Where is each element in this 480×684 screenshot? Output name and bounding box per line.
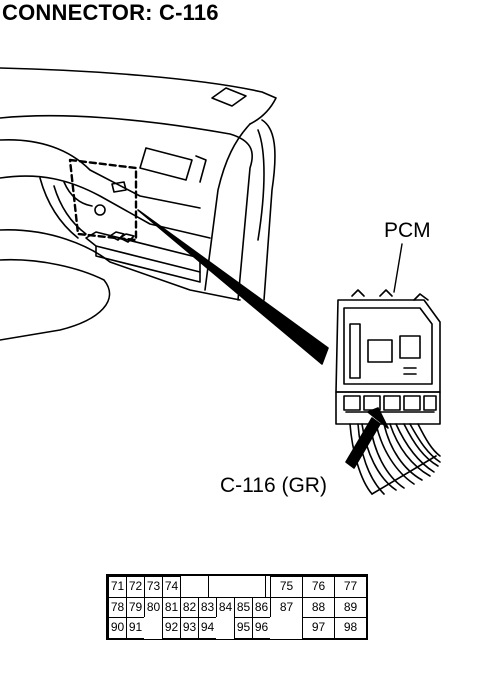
pin-cell-86: 86 [252, 596, 271, 618]
pin-cell-82: 82 [180, 596, 199, 618]
pin-cell-74: 74 [162, 576, 181, 598]
pin-cell-84: 84 [216, 596, 235, 618]
connector-label: C-116 (GR) [220, 474, 327, 497]
pin-cell-88: 88 [302, 596, 335, 618]
pin-cell-98: 98 [334, 617, 367, 639]
pin-cell-91: 91 [126, 617, 145, 639]
pin-cell-78: 78 [108, 596, 127, 618]
pin-cell-73: 73 [144, 576, 163, 598]
pin-cell-79: 79 [126, 596, 145, 618]
pin-cell-90: 90 [108, 617, 127, 639]
pcm-module-drawing [335, 289, 441, 495]
pin-cell-85: 85 [234, 596, 253, 618]
pin-cell-81: 81 [162, 596, 181, 618]
pin-cell-72: 72 [126, 576, 145, 598]
pin-cell-empty [144, 617, 163, 639]
instrument-panel-drawing [0, 67, 277, 341]
pin-cell-empty [216, 617, 235, 639]
pin-cell-89: 89 [334, 596, 367, 618]
pin-cell-96: 96 [252, 617, 271, 639]
pointer-wedge [137, 209, 329, 365]
pin-cell-76: 76 [302, 576, 335, 598]
pcm-leader-line [393, 243, 403, 293]
pin-cell-83: 83 [198, 596, 217, 618]
pin-cell-97: 97 [302, 617, 335, 639]
pin-cell-71: 71 [108, 576, 127, 598]
connector-key-slot [208, 576, 266, 598]
page-title: CONNECTOR: C-116 [2, 0, 219, 25]
pcm-location-box [68, 158, 138, 242]
pin-cell-94: 94 [198, 617, 217, 639]
pin-cell-87: 87 [270, 596, 303, 618]
pin-cell-92: 92 [162, 617, 181, 639]
pcm-label: PCM [384, 219, 431, 242]
pin-cell-80: 80 [144, 596, 163, 618]
pin-cell-empty [270, 617, 303, 639]
pin-cell-93: 93 [180, 617, 199, 639]
pin-cell-95: 95 [234, 617, 253, 639]
connector-arrow [345, 417, 381, 469]
pin-cell-77: 77 [334, 576, 367, 598]
pin-cell-75: 75 [270, 576, 303, 598]
